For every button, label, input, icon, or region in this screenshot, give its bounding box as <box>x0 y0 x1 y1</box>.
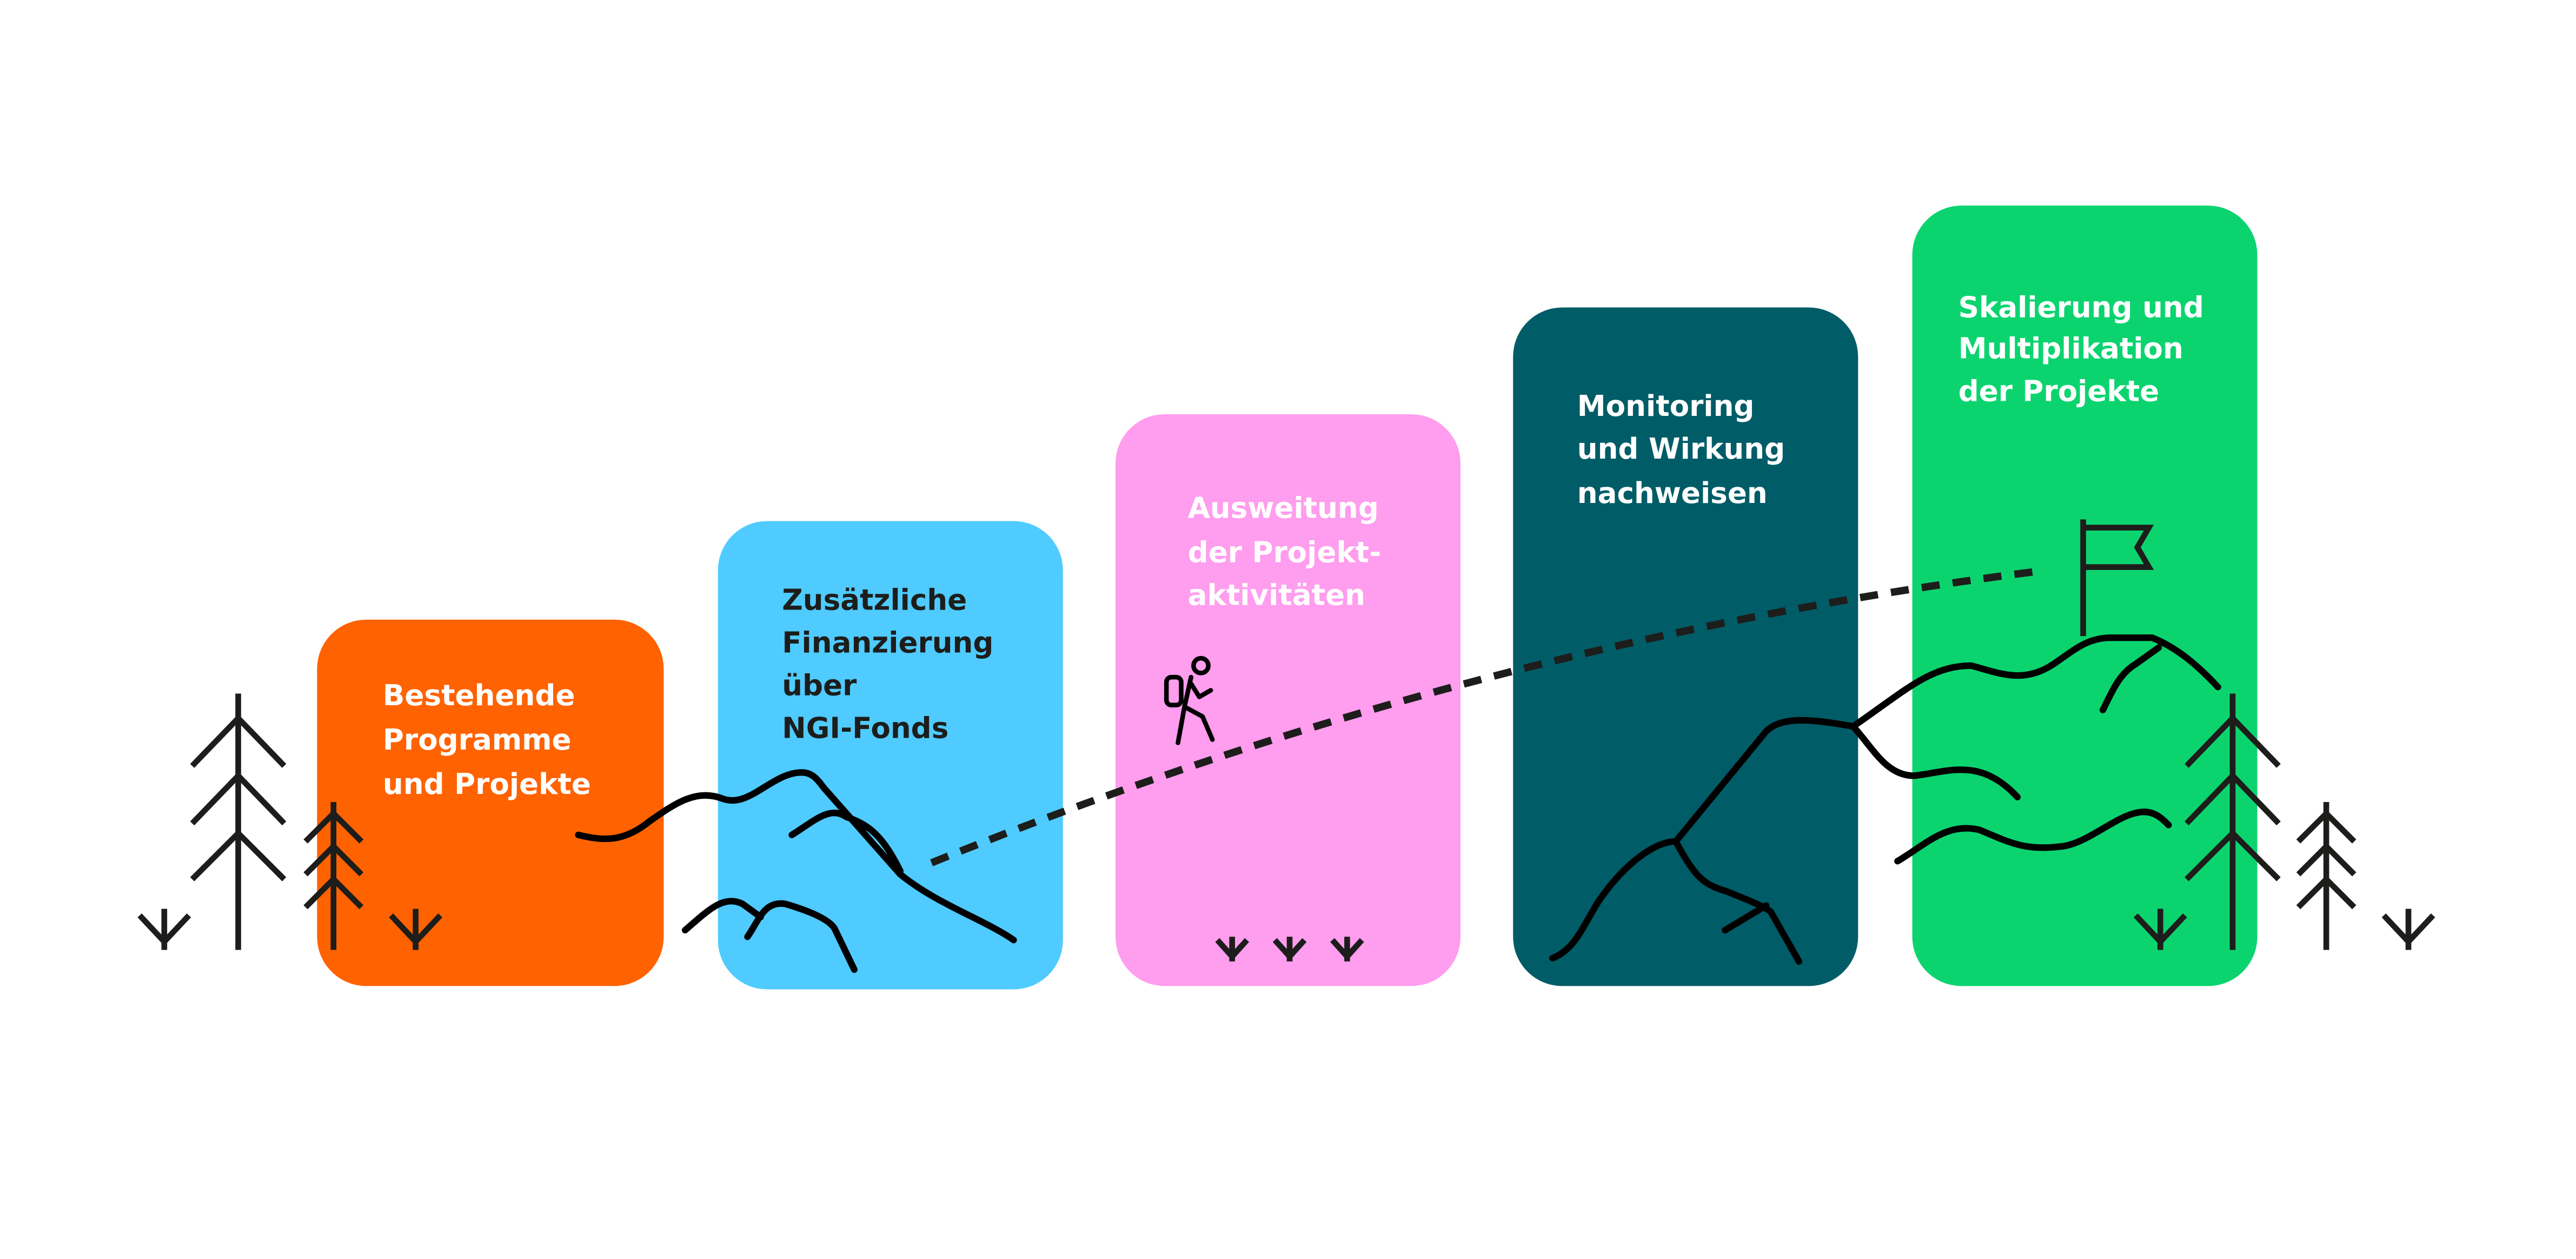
step-3-box <box>1115 414 1461 986</box>
step-1-label: Bestehende Programme und Projekte <box>383 679 591 801</box>
mountain-range-right <box>1549 634 2221 965</box>
label-line: der Projekte <box>1958 375 2160 408</box>
label-line: Multiplikation <box>1958 332 2183 366</box>
step-2-box <box>718 521 1063 990</box>
label-line: aktivitäten <box>1188 578 1365 612</box>
step-5-label: Skalierung und Multiplikation der Projek… <box>1958 291 2214 408</box>
flag-icon <box>2080 519 2154 637</box>
tree-icon <box>190 693 287 950</box>
label-line: Zusätzliche <box>782 584 967 617</box>
grass-icon <box>1215 937 1249 962</box>
label-line: Finanzierung <box>782 626 993 660</box>
mountain-range-left <box>575 769 1017 973</box>
grass-icon <box>137 909 191 950</box>
label-line: und Wirkung <box>1577 432 1785 466</box>
step-4-box <box>1513 307 1858 986</box>
dashed-route <box>930 566 2046 866</box>
tree-icon <box>2296 802 2356 950</box>
step-3-label: Ausweitung der Projekt- aktivitäten <box>1188 491 1391 612</box>
label-line: Skalierung und <box>1958 291 2204 324</box>
grass-icon <box>389 909 443 950</box>
grass-icon <box>2133 909 2187 950</box>
hiker-icon <box>1164 655 1215 745</box>
step-4-label: Monitoring und Wirkung nachweisen <box>1577 389 1795 510</box>
grass-icon <box>2381 909 2435 950</box>
grass-icon <box>1272 937 1307 962</box>
label-line: Bestehende <box>383 679 575 712</box>
tree-icon <box>303 802 364 950</box>
label-line: und Projekte <box>383 767 591 801</box>
label-line: Monitoring <box>1577 389 1755 423</box>
label-line: Ausweitung <box>1188 491 1379 525</box>
label-line: NGI-Fonds <box>782 712 948 745</box>
label-line: nachweisen <box>1577 476 1768 510</box>
label-line: Programme <box>383 723 572 757</box>
grass-icon <box>1330 937 1364 962</box>
step-1-box <box>317 619 664 986</box>
label-line: über <box>782 669 857 703</box>
label-line: der Projekt- <box>1188 535 1382 569</box>
step-2-label: Zusätzliche Finanzierung über NGI-Fonds <box>782 584 1004 745</box>
tree-icon <box>2185 693 2281 950</box>
